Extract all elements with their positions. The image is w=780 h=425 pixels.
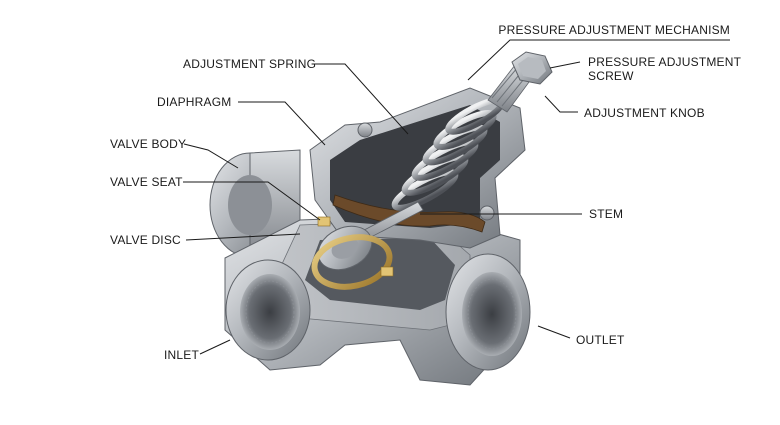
label-diaphragm: DIAPHRAGM [157,95,231,109]
label-pressure-adjustment-screw-line1: PRESSURE ADJUSTMENT [588,55,742,69]
label-valve-body: VALVE BODY [110,137,186,151]
label-outlet: OUTLET [576,333,625,347]
leader-diaphragm [238,102,325,145]
label-pressure-adjustment-screw-line2: SCREW [588,69,634,83]
label-valve-disc: VALVE DISC [110,233,181,247]
label-valve-seat: VALVE SEAT [110,175,183,189]
label-stem: STEM [589,207,623,221]
label-adjustment-knob: ADJUSTMENT KNOB [584,106,705,120]
inlet-bore [226,260,310,360]
outlet-bore [446,254,530,370]
leader-inlet [200,340,230,354]
label-inlet: INLET [164,348,199,362]
leader-pressure-adjustment-screw [550,62,580,68]
label-adjustment-spring: ADJUSTMENT SPRING [183,57,316,71]
leader-adjustment-knob [545,96,578,112]
label-pressure-adjustment-mechanism: PRESSURE ADJUSTMENT MECHANISM [498,23,730,37]
leader-outlet [538,326,570,338]
